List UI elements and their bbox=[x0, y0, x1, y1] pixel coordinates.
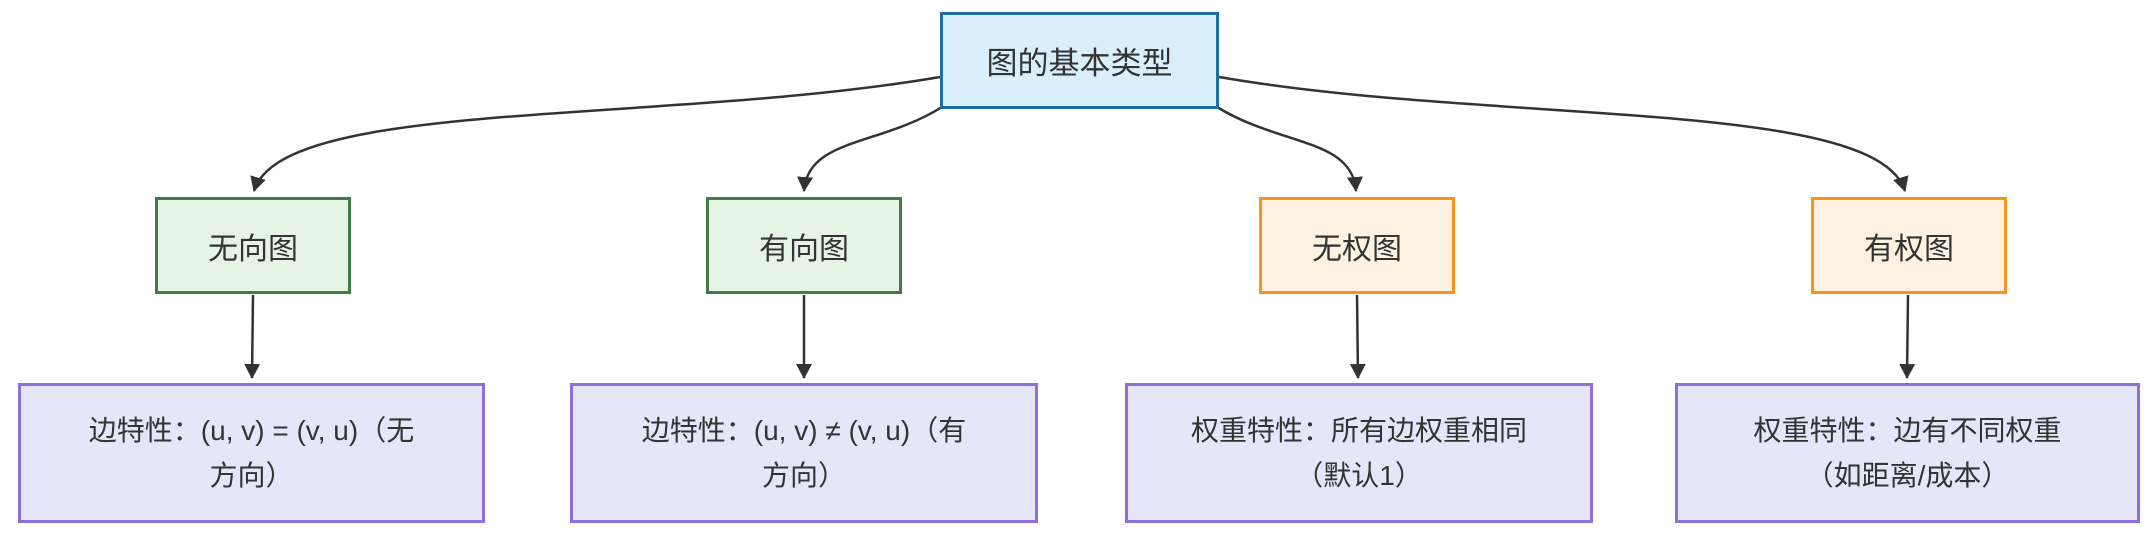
node-undirected-detail: 边特性：(u, v) = (v, u)（无 方向） bbox=[18, 383, 485, 523]
node-weighted-detail: 权重特性：边有不同权重 （如距离/成本） bbox=[1675, 383, 2140, 523]
node-unweighted-detail-line2: （默认1） bbox=[1295, 460, 1423, 491]
node-directed: 有向图 bbox=[706, 197, 902, 294]
edge-unweighted-to-detail bbox=[1349, 294, 1366, 379]
edge-root-to-undirected bbox=[250, 75, 941, 192]
node-directed-detail: 边特性：(u, v) ≠ (v, u)（有 方向） bbox=[570, 383, 1038, 523]
node-directed-detail-line2: 方向） bbox=[761, 460, 846, 491]
node-weighted-detail-line1: 权重特性：边有不同权重 bbox=[1753, 415, 2062, 446]
node-weighted: 有权图 bbox=[1811, 197, 2007, 294]
node-weighted-label: 有权图 bbox=[1864, 232, 1954, 266]
node-undirected-detail-line2: 方向） bbox=[209, 460, 294, 491]
node-undirected-label: 无向图 bbox=[208, 232, 298, 266]
node-root-label: 图的基本类型 bbox=[986, 46, 1173, 81]
node-directed-detail-line1: 边特性：(u, v) ≠ (v, u)（有 bbox=[641, 415, 967, 446]
node-unweighted-detail: 权重特性：所有边权重相同 （默认1） bbox=[1125, 383, 1593, 523]
edge-undirected-to-detail bbox=[244, 294, 261, 379]
edge-root-to-unweighted bbox=[1216, 105, 1363, 192]
edge-weighted-to-detail bbox=[1899, 294, 1916, 379]
node-undirected-detail-line1: 边特性：(u, v) = (v, u)（无 bbox=[88, 415, 415, 446]
node-undirected: 无向图 bbox=[155, 197, 351, 294]
node-unweighted: 无权图 bbox=[1259, 197, 1455, 294]
edge-root-to-directed bbox=[797, 105, 943, 192]
edge-root-to-weighted bbox=[1218, 75, 1909, 192]
node-unweighted-label: 无权图 bbox=[1312, 232, 1402, 266]
node-directed-label: 有向图 bbox=[759, 232, 849, 266]
node-unweighted-detail-line1: 权重特性：所有边权重相同 bbox=[1190, 415, 1527, 446]
node-weighted-detail-line2: （如距离/成本） bbox=[1805, 460, 2010, 491]
node-root: 图的基本类型 bbox=[940, 12, 1219, 109]
